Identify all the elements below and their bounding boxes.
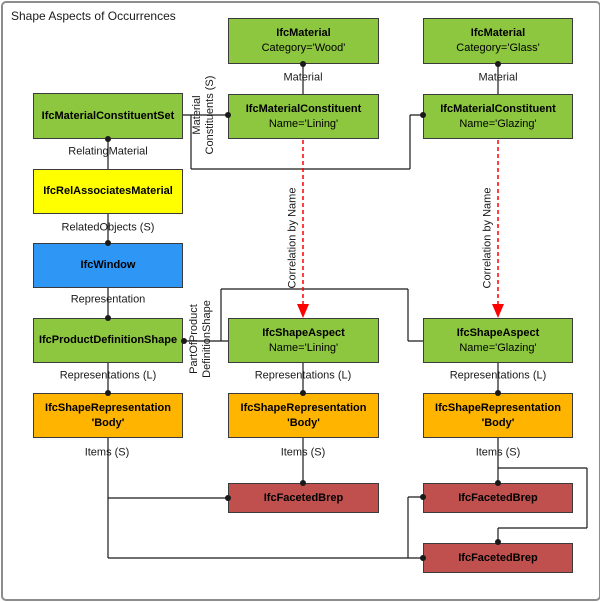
edge-label-items-window: Items (S)	[84, 446, 130, 459]
node-ifcshaperepresentation-lining: IfcShapeRepresentation 'Body'	[228, 393, 379, 438]
node-label: IfcMaterialConstituentSet	[41, 109, 175, 122]
node-ifcshapeaspect-lining: IfcShapeAspect Name='Lining'	[228, 318, 379, 363]
edge-label-correlation-glazing: Correlation by Name	[481, 187, 494, 289]
node-label: IfcFacetedBrep	[458, 551, 538, 564]
node-label: IfcMaterial	[276, 27, 331, 39]
node-sublabel: Category='Wood'	[261, 42, 346, 54]
node-ifcshapeaspect-glazing: IfcShapeAspect Name='Glazing'	[423, 318, 573, 363]
node-label: IfcShapeAspect	[262, 326, 345, 339]
edge-label-relatingmaterial: RelatingMaterial	[68, 145, 148, 158]
edge-label-material-constituents: Material Constituents (S)	[191, 75, 216, 155]
node-sublabel: Category='Glass'	[456, 42, 540, 54]
node-sublabel: 'Body'	[481, 416, 515, 429]
node-label: IfcShapeAspect	[456, 326, 540, 339]
node-sublabel: Name='Lining'	[268, 341, 339, 354]
node-ifcfacetedbrep-glazing-1: IfcFacetedBrep	[423, 483, 573, 513]
edge-label-relatedobjects: RelatedObjects (S)	[61, 221, 155, 234]
edge-label-items-glazing: Items (S)	[475, 446, 521, 459]
node-ifcfacetedbrep-glazing-2: IfcFacetedBrep	[423, 543, 573, 573]
node-sublabel: 'Body'	[287, 416, 320, 429]
node-label: IfcProductDefinitionShape	[38, 334, 178, 346]
node-label: IfcShapeRepresentation	[240, 401, 367, 414]
node-ifcshaperepresentation-window: IfcShapeRepresentation 'Body'	[33, 393, 183, 438]
node-ifcwindow: IfcWindow	[33, 243, 183, 288]
node-label: IfcFacetedBrep	[458, 491, 538, 504]
edge-label-representations-lining: Representations (L)	[254, 369, 352, 382]
edge-label-material-wood: Material	[283, 71, 323, 84]
node-ifcrelassociatesmaterial: IfcRelAssociatesMaterial	[33, 169, 183, 214]
node-ifcshaperepresentation-glazing: IfcShapeRepresentation 'Body'	[423, 393, 573, 438]
node-ifcmaterialconstituent-lining: IfcMaterialConstituent Name='Lining'	[228, 94, 379, 139]
edge-label-correlation-lining: Correlation by Name	[286, 187, 299, 289]
node-label: IfcFacetedBrep	[263, 491, 344, 504]
edge-label-partofproductdefinitionshape: PartOfProduct DefinitionShape	[188, 300, 213, 378]
node-sublabel: Name='Lining'	[268, 117, 339, 130]
node-ifcmaterialconstituent-glazing: IfcMaterialConstituent Name='Glazing'	[423, 94, 573, 139]
node-label: IfcMaterial	[470, 27, 526, 39]
node-label: IfcWindow	[80, 259, 136, 271]
edge-label-representations-glazing: Representations (L)	[449, 369, 547, 382]
edge-label-material-glass: Material	[478, 71, 518, 84]
node-label: IfcMaterialConstituent	[245, 102, 362, 115]
node-label: IfcShapeRepresentation	[435, 401, 561, 414]
node-ifcfacetedbrep-lining: IfcFacetedBrep	[228, 483, 379, 513]
node-label: IfcShapeRepresentation	[45, 401, 171, 414]
node-label: IfcRelAssociatesMaterial	[43, 185, 173, 197]
node-ifcmaterial-glass: IfcMaterial Category='Glass'	[423, 18, 573, 64]
node-ifcmaterial-wood: IfcMaterial Category='Wood'	[228, 18, 379, 64]
node-sublabel: 'Body'	[91, 416, 125, 429]
node-sublabel: Name='Glazing'	[459, 341, 537, 354]
node-ifcmaterialconstituentset: IfcMaterialConstituentSet	[33, 93, 183, 139]
node-label: IfcMaterialConstituent	[440, 102, 556, 115]
edge-label-items-lining: Items (S)	[280, 446, 326, 459]
page-title: Shape Aspects of Occurrences	[11, 9, 176, 23]
node-ifcproductdefinitionshape: IfcProductDefinitionShape	[33, 318, 183, 363]
edge-label-representation: Representation	[70, 293, 146, 306]
edge-label-representations-window: Representations (L)	[59, 369, 157, 382]
node-sublabel: Name='Glazing'	[459, 117, 537, 130]
